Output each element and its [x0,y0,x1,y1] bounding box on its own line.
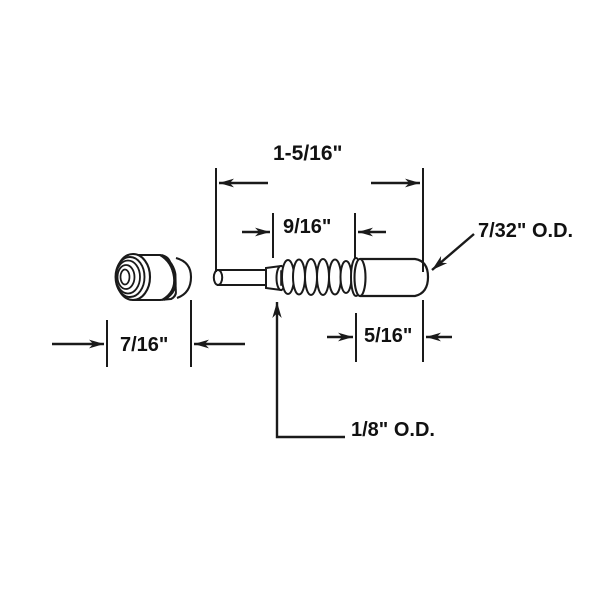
dimension-overall-length [215,168,424,272]
dimension-label-overall-length: 1-5/16" [273,142,343,165]
leader-line-od-shaft [272,302,345,439]
dimension-body-length [327,300,452,362]
spring-coil-4 [316,258,330,296]
callout-label-outer-diameter-shaft: 1/8" O.D. [351,419,435,441]
shaft-rect [217,269,269,286]
callout-leader-od-body [431,233,475,271]
knob-waist-line [159,254,176,301]
spring-coil-6 [339,260,353,294]
leader-line-od-body [431,233,475,271]
shaft-tip-cap [212,269,224,286]
dimension-label-knob-width: 7/16" [120,334,169,356]
pin-shaft [212,264,287,292]
callout-label-outer-diameter-body: 7/32" O.D. [478,220,574,242]
cylinder-body [353,257,430,298]
dimension-label-mid-length: 9/16" [283,216,332,238]
spring-coil-3 [304,258,318,296]
spring-coil-2 [292,258,306,296]
knob-right-flare [161,254,178,301]
body-left-cap [353,257,367,298]
knob-right-cap [175,256,193,299]
spring-coil-5 [328,258,342,296]
dimension-mid-length [242,213,386,258]
coil-spring [280,257,362,297]
knob-socket-bore [119,268,131,286]
knob-bushing [114,252,193,302]
callout-leader-od-shaft [272,302,345,439]
dimension-knob-width [52,300,245,367]
dimension-label-body-length: 5/16" [364,325,413,347]
body-outline [358,257,430,298]
